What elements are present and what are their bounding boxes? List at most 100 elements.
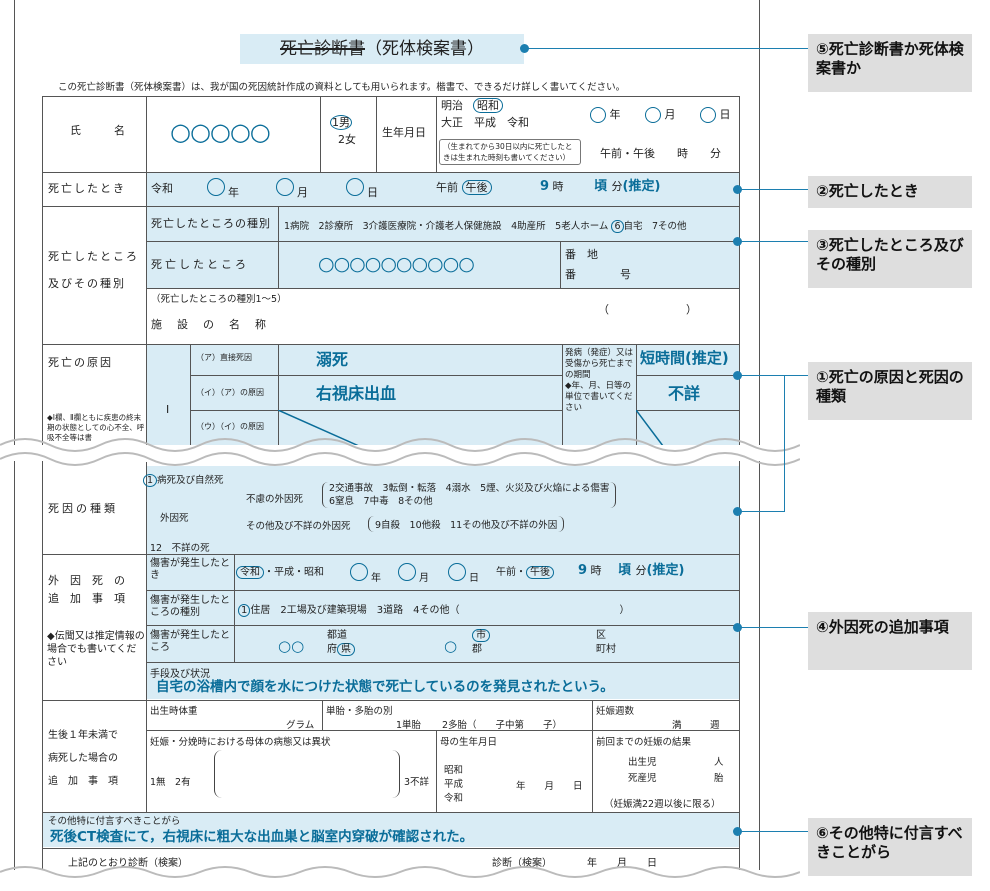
cause-label: 死亡の原因 — [48, 356, 113, 369]
callout-6: ⑥その他特に付言すべきことがら — [808, 818, 972, 876]
facility-paren: （ ） — [598, 303, 697, 316]
ext-label-2: 追 加 事 項 — [48, 592, 125, 605]
prev-still: 死産児 — [628, 773, 657, 784]
name-value: ○○○○○ — [170, 118, 271, 146]
injury-month: 月 — [398, 563, 429, 585]
birth-time-note: （生まれてから30日以内に死亡したときは生まれた時刻も書いてください） — [439, 139, 581, 165]
multi-single: 1単胎 — [396, 720, 422, 731]
kind-label: 死因の種類 — [48, 502, 118, 515]
birth-month: 月 — [645, 107, 676, 123]
form-frame — [42, 96, 740, 891]
birth-day: 日 — [700, 107, 731, 123]
cause-a-value: 溺死 — [316, 350, 349, 369]
condition-none: 1無 2有 — [150, 777, 191, 788]
injury-year: 年 — [350, 563, 381, 585]
callout-3: ③死亡したところ及びその種別 — [808, 230, 972, 288]
infant-label: 生後１年未満で病死した場合の追 加 事 項 — [48, 730, 118, 787]
form-intro: この死亡診断書（死体検案書）は、我が国の死因統計作成の資料としても用いられます。… — [58, 82, 626, 93]
condition-bracket — [214, 750, 400, 798]
weight-label: 出生時体重 — [150, 706, 198, 717]
death-year: 年 — [207, 178, 239, 200]
mother-birth-label: 母の生年月日 — [440, 737, 498, 748]
ext-label-1: 外 因 死 の — [48, 574, 125, 587]
injury-todofuken: 都道府県 — [327, 629, 355, 657]
death-time-label: 死亡したとき — [48, 182, 126, 195]
cause-note: ◆Ⅰ欄、Ⅱ欄ともに疾患の終末期の状態としての心不全、呼吸不全等は書 — [47, 413, 145, 442]
period-slash — [636, 410, 667, 450]
footer-left: 上記のとおり診断（検案） — [68, 858, 188, 869]
injury-ampm: 午前・午後 — [496, 566, 554, 579]
method-label: 手段及び状況 — [150, 669, 210, 680]
callout-2: ②死亡したとき — [808, 176, 972, 208]
cause-roman: Ⅰ — [166, 403, 170, 416]
remarks-label: その他特に付言すべきことがら — [48, 816, 181, 827]
mother-date: 年 月 日 — [516, 781, 583, 792]
callout-1: ①死亡の原因と死因の種類 — [808, 362, 972, 420]
facility-note: （死亡したところの種別1〜5） — [151, 294, 287, 305]
death-ampm: 午前 午後 — [436, 180, 492, 195]
cause-i-value: 右視床出血 — [316, 384, 397, 403]
injury-place-type-label: 傷害が発生したところの種別 — [150, 595, 230, 618]
death-approx: 頃 分(推定) — [594, 179, 661, 194]
injury-where-circles: ○○ — [278, 637, 305, 655]
injury-hour: 9 時 — [578, 563, 602, 578]
title-struck: 死亡診断書 — [280, 39, 365, 59]
injury-shi: 市郡 — [472, 629, 490, 657]
kind-accident-label: 不慮の外因死 — [246, 494, 304, 505]
weight-gram: グラム — [286, 720, 315, 731]
ext-note: ◆伝聞又は推定情報の場合でも書いてください — [47, 631, 145, 668]
era-others: 大正 平成 令和 — [441, 116, 529, 129]
sex-female: 2女 — [338, 133, 356, 146]
prev-tai: 胎 — [714, 773, 724, 784]
cause-a-label: （ア）直接死因 — [196, 353, 252, 362]
method-value: 自宅の浴槽内で顔を水につけた状態で死亡しているのを発見されたという。 — [156, 679, 614, 695]
era-meiji: 明治 — [441, 99, 463, 112]
cause-slash — [278, 410, 369, 450]
prev-note: （妊娠満22週以後に限る） — [604, 799, 721, 810]
prev-label: 前回までの妊娠の結果 — [596, 737, 692, 748]
tear-gap — [0, 445, 800, 461]
condition-unknown: 3不詳 — [404, 777, 430, 788]
prev-person: 人 — [714, 757, 724, 768]
place-where-label: 死亡したところ — [151, 258, 249, 271]
injury-where-label: 傷害が発生したところ — [150, 630, 230, 653]
remarks-value: 死後CT検査にて，右視床に粗大な出血巣と脳室内穿破が確認された。 — [50, 829, 474, 845]
cause-i-period: 不詳 — [668, 384, 701, 403]
period-label: 発病（発症）又は受傷から死亡までの期間◆年、月、日等の単位で書いてください — [565, 348, 634, 413]
place-where-value: ○○○○○○○○○○ — [318, 253, 475, 275]
kind-ext: 外因死 — [160, 513, 189, 524]
multi-label: 単胎・多胎の別 — [326, 706, 393, 717]
injury-approx: 頃 分(推定) — [618, 563, 685, 578]
injury-shi-circle: ○ — [444, 637, 458, 655]
callout-4: ④外因死の追加事項 — [808, 612, 972, 670]
era-showa: 昭和 — [473, 98, 503, 113]
weeks: 満 週 — [672, 720, 720, 731]
sex-male: 1男 — [330, 115, 352, 130]
place-banchi: 番 地 — [565, 248, 598, 261]
birth-label: 生年月日 — [382, 126, 426, 139]
injury-ku: 区町村 — [596, 630, 616, 655]
place-label-1: 死亡したところ — [48, 250, 139, 263]
cause-i-label: （イ）（ア）の原因 — [196, 388, 264, 397]
death-day: 日 — [346, 178, 378, 200]
injury-era: 令和・平成・昭和 — [236, 566, 324, 579]
birth-year: 年 — [590, 107, 621, 123]
birth-ampm: 午前・午後 時 分 — [600, 147, 721, 160]
cause-a-period: 短時間(推定) — [640, 349, 729, 367]
kind-other-label: その他及び不詳の外因死 — [246, 521, 351, 532]
mother-eras: 昭和平成令和 — [444, 765, 464, 804]
prev-live: 出生児 — [628, 757, 657, 768]
injury-day: 日 — [448, 563, 479, 585]
condition-label: 妊娠・分娩時における母体の病態又は異状 — [150, 737, 331, 748]
place-type-label: 死亡したところの種別 — [151, 217, 271, 230]
kind-other: 9自殺 10他殺 11その他及び不詳の外因 — [368, 516, 565, 532]
footer-right: 診断（検案） 年 月 日 — [492, 858, 657, 869]
death-hour: 9 時 — [540, 179, 564, 194]
title-rest: （死体検案書） — [365, 39, 484, 59]
death-era: 令和 — [151, 182, 173, 195]
bottom-tear — [0, 866, 800, 891]
